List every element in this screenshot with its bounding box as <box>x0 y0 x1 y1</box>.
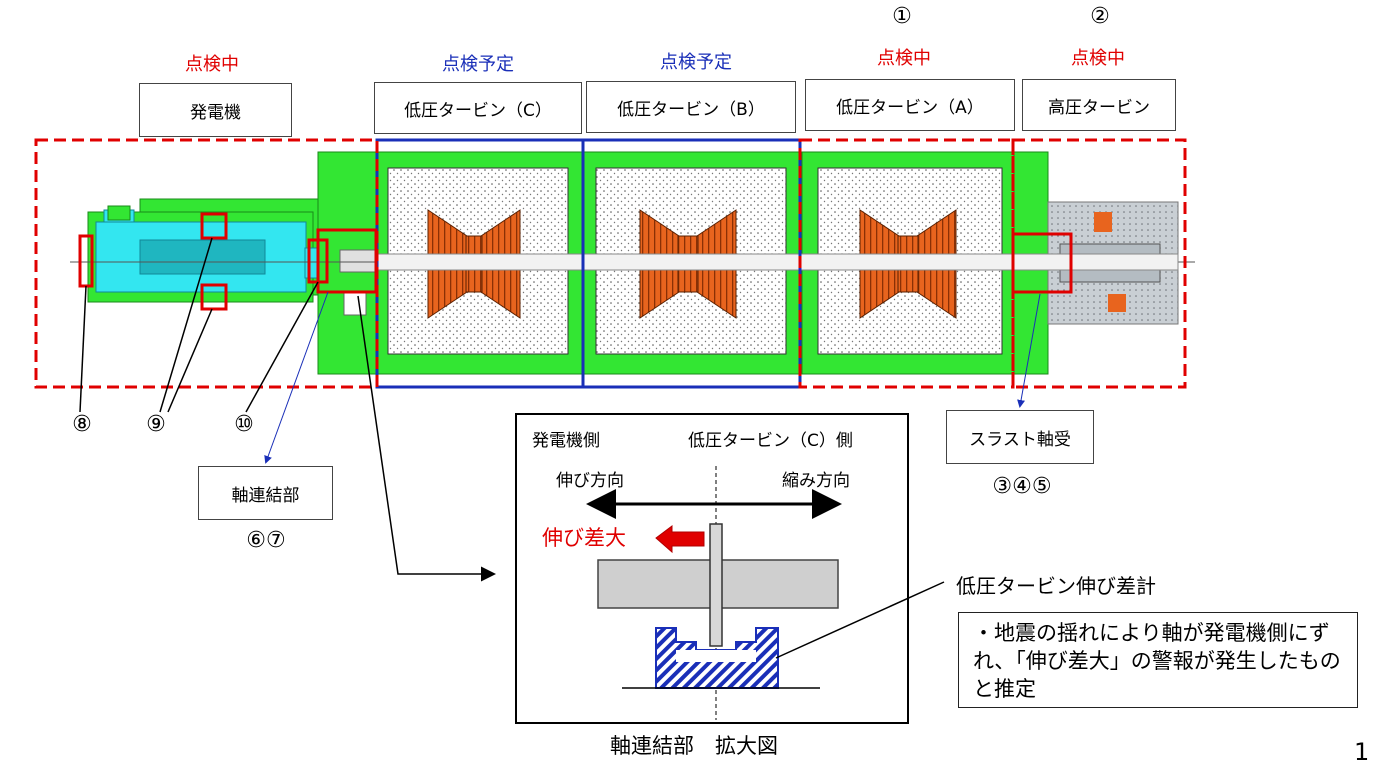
leader-9a <box>159 237 213 413</box>
leader-inset <box>357 295 496 582</box>
circle-number-10: ⑩ <box>234 412 254 437</box>
leader-thrust <box>1017 293 1041 408</box>
leader-coupling <box>264 291 329 464</box>
inset-generator-side: 発電機側 <box>532 431 600 451</box>
status-lp-b: 点検予定 <box>660 52 732 73</box>
status-lp-c: 点検予定 <box>442 54 514 75</box>
lp-a-inspection-frame <box>798 138 1015 389</box>
inset-shrink-direction: 縮み方向 <box>782 471 850 491</box>
page-number: 1 <box>1354 738 1370 766</box>
marker-coupling <box>316 228 378 294</box>
leader-9b <box>167 308 213 413</box>
leader-8 <box>79 285 87 413</box>
generator-inspection-frame <box>34 138 379 389</box>
circle-number-2: ② <box>1090 4 1110 29</box>
label-hp: 高圧タービン <box>1022 79 1176 131</box>
hp-inspection-frame <box>1011 138 1187 389</box>
marker-9-bottom <box>200 283 228 311</box>
circle-number-3-4-5: ③④⑤ <box>992 474 1052 499</box>
inset-alarm-label: 伸び差大 <box>542 526 626 550</box>
circle-number-8: ⑧ <box>72 412 92 437</box>
label-thrust-bearing: スラスト軸受 <box>946 410 1094 464</box>
status-hp: 点検中 <box>1071 48 1125 69</box>
leader-10 <box>245 281 319 413</box>
inset-enlarged-view <box>515 413 909 724</box>
shaft <box>377 253 1179 271</box>
circle-number-1: ① <box>892 4 912 29</box>
inset-lp-c-side: 低圧タービン（C）側 <box>688 431 853 451</box>
marker-thrust <box>1011 232 1073 294</box>
circle-number-6-7: ⑥⑦ <box>246 528 286 553</box>
label-generator: 発電機 <box>139 83 292 137</box>
label-lp-a: 低圧タービン（A） <box>805 79 1015 131</box>
status-generator: 点検中 <box>185 54 239 75</box>
circle-number-9: ⑨ <box>146 412 166 437</box>
inset-extend-direction: 伸び方向 <box>556 471 624 491</box>
generator-drawing <box>87 151 379 375</box>
label-lp-c: 低圧タービン（C） <box>374 82 582 134</box>
marker-9-top <box>200 212 228 240</box>
note-box: ・地震の揺れにより軸が発電機側にずれ、「伸び差大」の警報が発生したものと推定 <box>958 612 1358 708</box>
label-lp-b: 低圧タービン（B） <box>586 81 796 133</box>
inset-caption: 軸連結部 拡大図 <box>610 734 778 758</box>
leader-meter <box>775 581 945 659</box>
meter-label: 低圧タービン伸び差計 <box>956 574 1156 598</box>
label-coupling: 軸連結部 <box>198 466 333 520</box>
status-lp-a: 点検中 <box>877 48 931 69</box>
